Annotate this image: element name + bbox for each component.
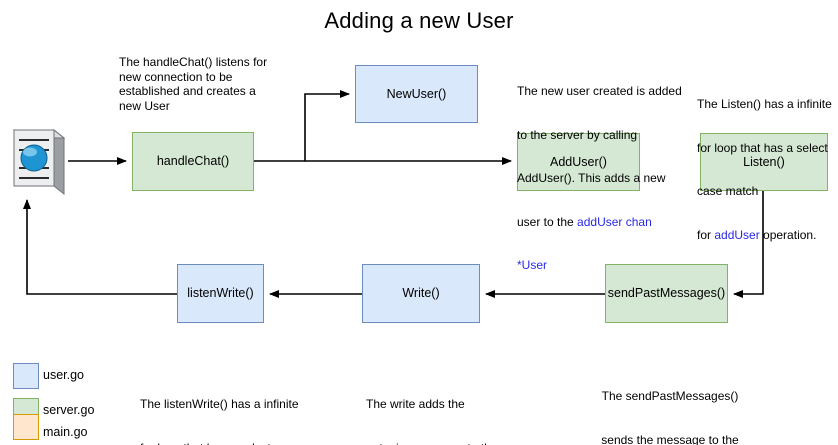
note-listenwrite: The listenWrite() has a infinite for loo… xyxy=(140,368,360,445)
note-listen-line4-plain-a: for xyxy=(697,227,715,242)
note-adduser-line4-plain: user to the xyxy=(517,214,578,229)
note-listen-line3: case match xyxy=(697,184,759,198)
node-adduser-label: AddUser() xyxy=(550,154,607,169)
note-handlechat: The handleChat() listens for new connect… xyxy=(119,55,271,113)
node-adduser[interactable]: AddUser() xyxy=(517,133,640,191)
legend-label-server-go: server.go xyxy=(43,403,95,417)
node-newuser-label: NewUser() xyxy=(386,86,447,101)
note-adduser-chan-keyword: addUser chan xyxy=(577,214,652,229)
note-listen: The Listen() has a infinite for loop tha… xyxy=(697,68,838,271)
note-write-line1: The write adds the xyxy=(366,397,465,411)
node-handlechat[interactable]: handleChat() xyxy=(132,132,254,191)
note-adduser-type-keyword: *User xyxy=(517,258,548,272)
note-sendpastmessages-line1: The sendPastMessages() xyxy=(601,389,739,403)
node-listen[interactable]: Listen() xyxy=(700,133,828,191)
legend-label-main-go: main.go xyxy=(43,425,88,439)
node-newuser[interactable]: NewUser() xyxy=(355,65,478,123)
note-adduser: The new user created is added to the ser… xyxy=(517,55,689,302)
note-adduser-line3: AddUser(). This adds a new xyxy=(517,171,666,185)
edge-listenwrite-to-source xyxy=(23,199,177,295)
note-adduser-line1: The new user created is added xyxy=(517,84,682,98)
legend-swatch-user-go xyxy=(13,363,39,389)
note-listen-line1: The Listen() has a infinite xyxy=(697,97,832,111)
server-disk-icon xyxy=(6,124,68,202)
note-sendpastmessages: The sendPastMessages() sends the message… xyxy=(585,360,755,445)
node-write[interactable]: Write() xyxy=(362,264,480,323)
note-listen-line4: for addUser operation. xyxy=(697,228,838,243)
node-listenwrite-label: listenWrite() xyxy=(187,286,254,300)
note-write: The write adds the outgoing message to t… xyxy=(366,368,546,445)
legend-swatch-main-go xyxy=(13,414,39,440)
note-listenwrite-line2: for loop that has a select case xyxy=(140,441,360,445)
node-listen-label: Listen() xyxy=(743,154,785,169)
node-write-label: Write() xyxy=(402,286,440,300)
note-listen-line2: for loop that has a select xyxy=(697,140,828,155)
node-listenwrite[interactable]: listenWrite() xyxy=(177,264,264,323)
page-title: Adding a new User xyxy=(324,8,514,33)
note-listenwrite-line1: The listenWrite() has a infinite xyxy=(140,397,299,411)
note-listen-adduser-keyword: addUser xyxy=(714,227,760,242)
note-adduser-line4: user to the addUser chan xyxy=(517,215,689,230)
node-sendpastmessages-label: sendPastMessages() xyxy=(607,286,726,300)
note-adduser-line2: to the server by calling xyxy=(517,127,638,142)
note-sendpastmessages-line2: sends the message to the xyxy=(601,432,739,445)
node-handlechat-label: handleChat() xyxy=(156,154,230,168)
legend-label-user-go: user.go xyxy=(43,368,85,382)
note-listen-line4-plain-b: operation. xyxy=(759,227,817,242)
note-write-line2: outgoing message to the xyxy=(366,441,546,445)
node-sendpastmessages[interactable]: sendPastMessages() xyxy=(605,264,728,323)
